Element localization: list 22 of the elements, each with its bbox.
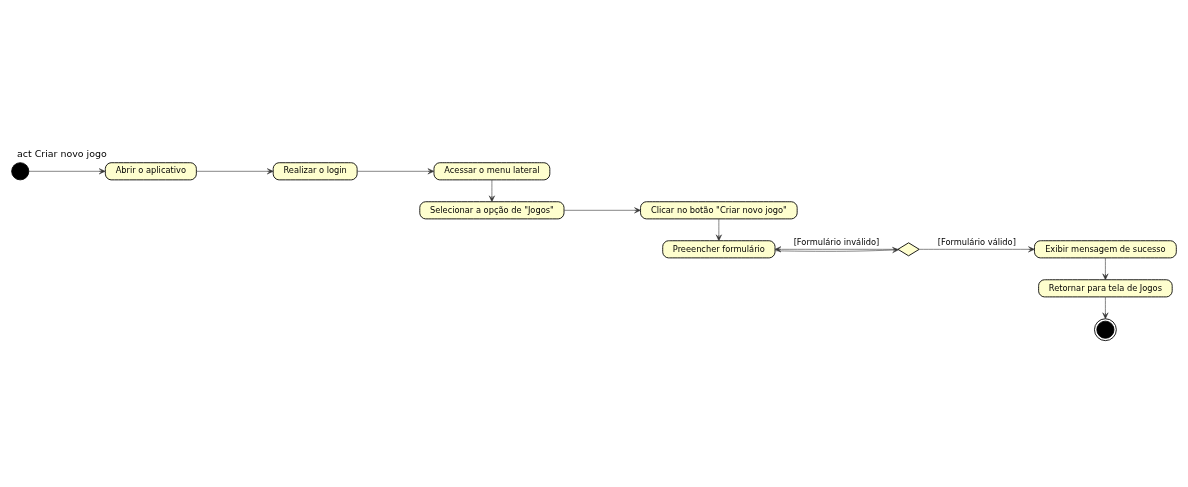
node-box: Retornar para tela de Jogos xyxy=(1038,278,1173,297)
node-circle xyxy=(11,161,30,180)
edge-label: [Formulário válido] xyxy=(937,236,1016,247)
node-box: Realizar o login xyxy=(272,161,358,180)
node-box: Preeencher formulário xyxy=(662,239,776,258)
arrow xyxy=(1102,257,1109,280)
arrow xyxy=(715,218,722,241)
arrow xyxy=(357,167,435,174)
diagram-title: act Criar novo jogo xyxy=(17,147,107,159)
node-box: Clicar no botão "Criar novo jogo" xyxy=(640,200,798,219)
arrow xyxy=(28,167,106,174)
edge-label: [Formulário inválido] xyxy=(793,236,880,247)
node-box: Abrir o aplicativo xyxy=(104,161,197,180)
arrow xyxy=(196,167,274,174)
arrow xyxy=(1102,296,1109,319)
node-diamond xyxy=(897,241,920,256)
arrow xyxy=(563,206,641,213)
arrow xyxy=(919,245,1035,252)
node-box: Selecionar a opção de "Jogos" xyxy=(419,200,565,219)
node-box: Acessar o menu lateral xyxy=(433,161,551,180)
arrow xyxy=(488,179,495,202)
node-box: Exibir mensagem de sucesso xyxy=(1034,239,1177,258)
